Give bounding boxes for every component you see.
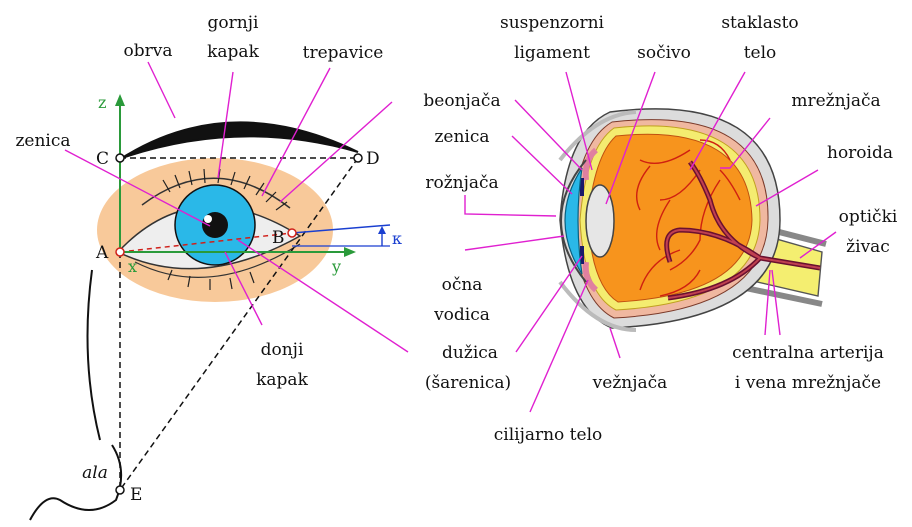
leader-line <box>465 195 556 216</box>
leader-line <box>610 328 620 358</box>
point-A: A <box>95 243 109 263</box>
label-suspensory-1: suspenzorni <box>500 13 605 33</box>
label-cornea: rožnjača <box>425 173 498 193</box>
label-lashes: trepavice <box>303 43 384 63</box>
point-E: E <box>130 485 142 505</box>
leader-line <box>530 280 588 412</box>
label-sclera: beonjača <box>423 91 500 111</box>
axis-kappa-label: κ <box>392 229 402 248</box>
label-choroid: horoida <box>827 143 893 163</box>
right-figure: suspenzorni ligament sočivo staklasto te… <box>423 13 897 445</box>
point-B: B <box>272 228 285 248</box>
kappa-arrowhead <box>378 226 386 234</box>
label-eyebrow: obrva <box>124 41 173 61</box>
label-optic-nerve-1: optički <box>839 207 898 227</box>
axis-y-label: y <box>331 257 341 276</box>
y-axis-arrow <box>344 247 356 257</box>
label-iris-1: dužica <box>442 343 498 363</box>
label-pupil-right: zenica <box>434 127 489 147</box>
point-D: D <box>366 149 380 169</box>
point-C: C <box>96 149 109 169</box>
leader-line <box>512 136 572 194</box>
label-optic-nerve-2: živac <box>846 237 890 257</box>
label-artery-1: centralna arterija <box>732 343 884 363</box>
axis-z-label: z <box>98 93 106 112</box>
z-axis-arrow <box>115 94 125 106</box>
face-profile <box>88 270 101 440</box>
eyebrow <box>122 122 358 158</box>
label-ciliary: cilijarno telo <box>494 425 603 445</box>
label-pupil-left: zenica <box>15 131 70 151</box>
leader-line <box>148 62 175 118</box>
label-aqueous-2: vodica <box>433 305 490 325</box>
label-upper-lid-2: kapak <box>207 42 259 62</box>
label-artery-2: i vena mrežnjače <box>735 373 881 393</box>
label-lower-lid-2: kapak <box>256 370 308 390</box>
label-lower-lid-1: donji <box>261 340 304 360</box>
label-upper-lid-1: gornji <box>208 13 259 33</box>
left-figure: obrva gornji kapak trepavice zenica donj… <box>15 13 408 520</box>
label-vitreous-1: staklasto <box>721 13 798 33</box>
leader-line <box>465 236 564 250</box>
point-C-marker <box>116 154 124 162</box>
point-A-marker <box>116 248 124 256</box>
label-retina: mrežnjača <box>791 91 880 111</box>
label-suspensory-2: ligament <box>514 43 590 63</box>
point-B-marker <box>288 229 296 237</box>
point-E-marker <box>116 486 124 494</box>
axis-x-label: x <box>128 257 137 276</box>
pupil-highlight <box>204 215 212 223</box>
label-vitreous-2: telo <box>744 43 777 63</box>
leader-line <box>516 256 582 352</box>
label-nose-wing: ala <box>82 463 108 483</box>
label-lens: sočivo <box>637 43 691 63</box>
point-D-marker <box>354 154 362 162</box>
label-iris-2: (šarenica) <box>425 373 511 393</box>
label-aqueous-1: očna <box>442 275 483 295</box>
lens <box>586 185 614 257</box>
label-conjunctiva: vežnjača <box>592 373 668 393</box>
leader-line <box>515 100 582 170</box>
